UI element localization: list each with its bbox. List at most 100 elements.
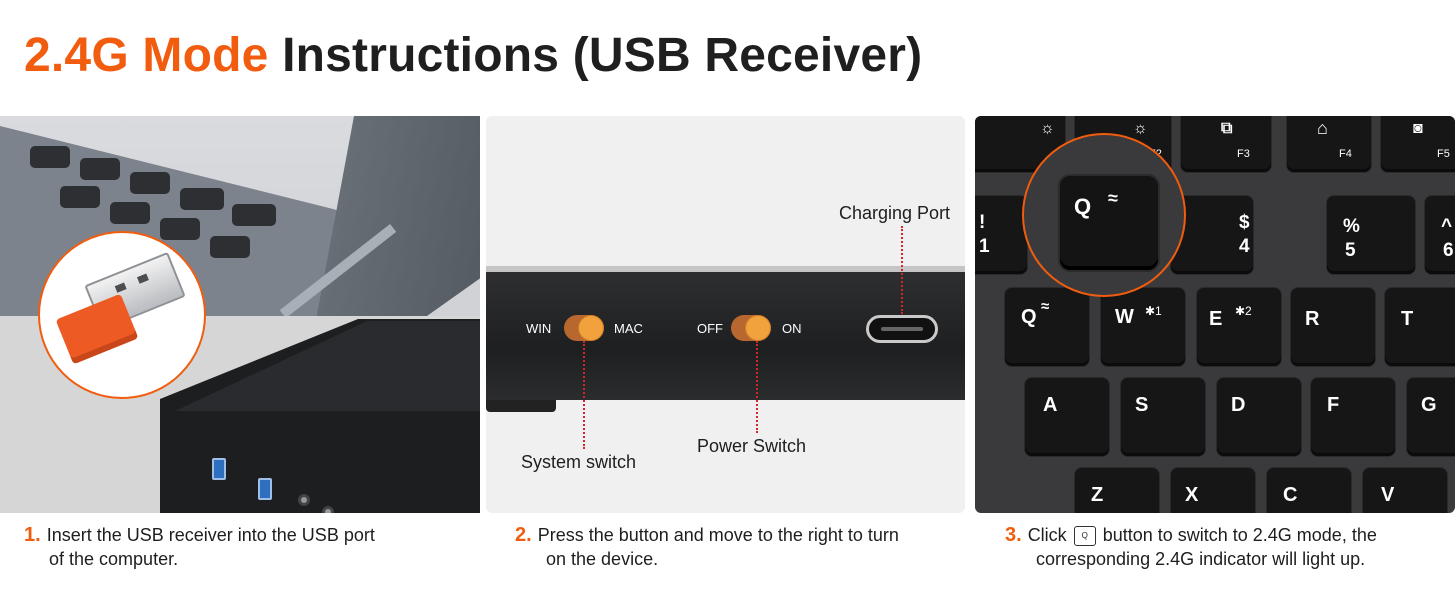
step-1: 1.Insert the USB receiver into the USB p…: [24, 523, 375, 571]
wifi-icon: ≈: [1041, 298, 1050, 315]
charging-port-slot: [881, 327, 923, 331]
system-switch-callout: System switch: [521, 452, 637, 472]
step-text-line2: of the computer.: [49, 549, 179, 569]
system-switch: [564, 315, 604, 341]
wifi-icon: ≈: [1108, 188, 1118, 208]
charging-port: [866, 315, 938, 343]
fn-key-icon: ◙: [1413, 120, 1423, 137]
function-key: ⌂ F4: [1287, 116, 1371, 172]
step-number: 1.: [24, 524, 41, 546]
laptop-key: [180, 188, 224, 210]
audio-jack: [322, 506, 334, 513]
key-label: A: [1043, 394, 1058, 416]
system-switch-knob: [579, 316, 603, 340]
key-x: X: [1171, 468, 1255, 513]
key-a: A: [1025, 378, 1109, 456]
key-label: C: [1283, 484, 1298, 506]
fn-key-icon: ⧉: [1221, 120, 1233, 137]
usb-port: [258, 478, 272, 500]
step-number: 2.: [515, 524, 532, 546]
key-label: T: [1401, 308, 1414, 330]
power-switch-leader: [756, 341, 758, 433]
power-switch-callout: Power Switch: [697, 436, 807, 456]
switch-mac-label: MAC: [614, 321, 643, 336]
step-text: Press the button and move to the right t…: [537, 525, 899, 545]
device-top-edge: [486, 266, 965, 274]
number-key-top: ^: [1441, 216, 1453, 237]
keyboard-foot: [486, 400, 556, 412]
connector-hole: [136, 273, 149, 284]
number-key-top: !: [979, 212, 986, 233]
keyboard-photo: ☼ ☼ F2 ⧉ F3 ⌂ F4 ◙ F5 ! 1 $ 4 % 5 ^ 6 Q …: [975, 116, 1455, 513]
key-r: R: [1291, 288, 1375, 366]
laptop-key: [30, 146, 70, 168]
key-w-bt1: W ✱1: [1101, 288, 1185, 366]
fn-key-icon: ☼: [1133, 120, 1148, 137]
number-key: % 5: [1327, 196, 1415, 274]
key-t: T: [1385, 288, 1455, 366]
title-accent: 2.4G Mode: [24, 29, 269, 82]
key-label: S: [1135, 394, 1149, 416]
number-key: ^ 6: [1425, 196, 1455, 274]
fn-key-sub: F3: [1237, 148, 1250, 160]
step-3: 3.Click Q button to switch to 2.4G mode,…: [1005, 523, 1377, 571]
fn-key-icon: ☼: [1040, 120, 1055, 137]
charging-port-callout: Charging Port: [839, 203, 951, 223]
key-label: F: [1327, 394, 1340, 416]
bluetooth-icon: ✱1: [1145, 304, 1162, 318]
number-key-bottom: 5: [1345, 240, 1356, 261]
charging-port-leader: [901, 226, 903, 314]
laptop-key: [130, 172, 170, 194]
key-s: S: [1121, 378, 1205, 456]
connector-hole: [114, 282, 127, 293]
step-text-pre: Click: [1027, 525, 1072, 545]
q-key-icon: Q: [1073, 526, 1096, 546]
number-key: ! 1: [975, 196, 1027, 274]
step-text-post: button to switch to 2.4G mode, the: [1097, 525, 1377, 545]
key-label: E: [1209, 308, 1223, 330]
key-label: R: [1305, 308, 1320, 330]
audio-jack: [298, 494, 310, 506]
switch-on-label: ON: [782, 321, 802, 336]
page-title: 2.4G Mode Instructions (USB Receiver): [24, 28, 922, 83]
number-key-bottom: 4: [1239, 236, 1250, 257]
key-label: G: [1421, 394, 1437, 416]
q-key-zoomed: Q ≈: [1060, 176, 1158, 270]
bluetooth-icon: ✱2: [1235, 304, 1252, 318]
number-key-top: $: [1239, 212, 1250, 233]
step-text: Insert the USB receiver into the USB por…: [46, 525, 375, 545]
switch-off-label: OFF: [697, 321, 723, 336]
step-number: 3.: [1005, 524, 1022, 546]
key-d: D: [1217, 378, 1301, 456]
step-2: 2.Press the button and move to the right…: [515, 523, 899, 571]
laptop-key: [60, 186, 100, 208]
usb-receiver-photo: [0, 116, 480, 513]
title-rest: Instructions (USB Receiver): [268, 29, 923, 82]
switch-win-label: WIN: [526, 321, 552, 336]
function-key: ⧉ F3: [1181, 116, 1271, 172]
fn-key-sub: F4: [1339, 148, 1352, 160]
key-v: V: [1363, 468, 1447, 513]
key-e-bt2: E ✱2: [1197, 288, 1281, 366]
laptop-key: [80, 158, 120, 180]
step-text-line2: on the device.: [546, 549, 659, 569]
zoom-key-label: Q: [1074, 194, 1092, 219]
key-label: Q: [1021, 306, 1037, 328]
power-switch: [731, 315, 771, 341]
number-key-bottom: 6: [1443, 240, 1454, 261]
number-key-bottom: 1: [979, 236, 990, 257]
switches-photo: WIN MAC OFF ON Charging Port System swit…: [486, 116, 965, 513]
key-label: X: [1185, 484, 1199, 506]
number-key-top: %: [1343, 216, 1360, 237]
fn-key-sub: F5: [1437, 148, 1450, 160]
key-z: Z: [1075, 468, 1159, 513]
laptop-key: [232, 204, 276, 226]
receiver-zoom-circle: [38, 231, 206, 399]
key-q-24g: Q ≈: [1005, 288, 1089, 366]
key-g: G: [1407, 378, 1455, 456]
key-label: W: [1115, 306, 1134, 328]
step-text-line2: corresponding 2.4G indicator will light …: [1036, 549, 1366, 569]
key-label: V: [1381, 484, 1395, 506]
laptop-key: [210, 236, 250, 258]
function-key: ◙ F5: [1381, 116, 1455, 172]
